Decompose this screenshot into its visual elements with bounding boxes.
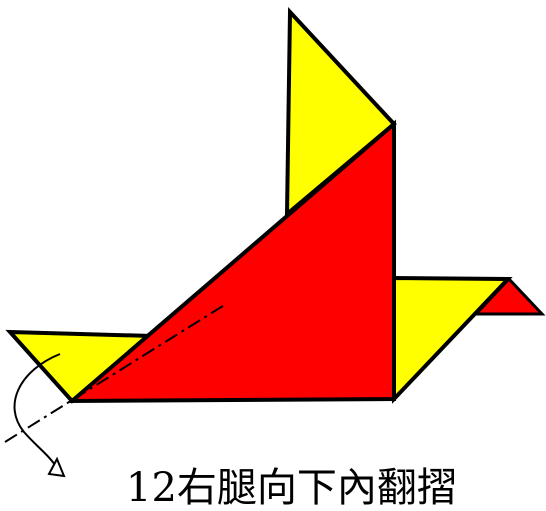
fold-line-icon: [4, 303, 227, 443]
head-yellow: [389, 275, 513, 404]
fold-arrow-icon: [13, 353, 61, 469]
origami-bird-diagram: [4, 6, 546, 478]
beak-red: [472, 276, 546, 316]
body-red: [66, 119, 396, 404]
step-caption: 12右腿向下內翻摺: [126, 465, 457, 511]
fold-arrow-head-icon: [47, 456, 66, 478]
